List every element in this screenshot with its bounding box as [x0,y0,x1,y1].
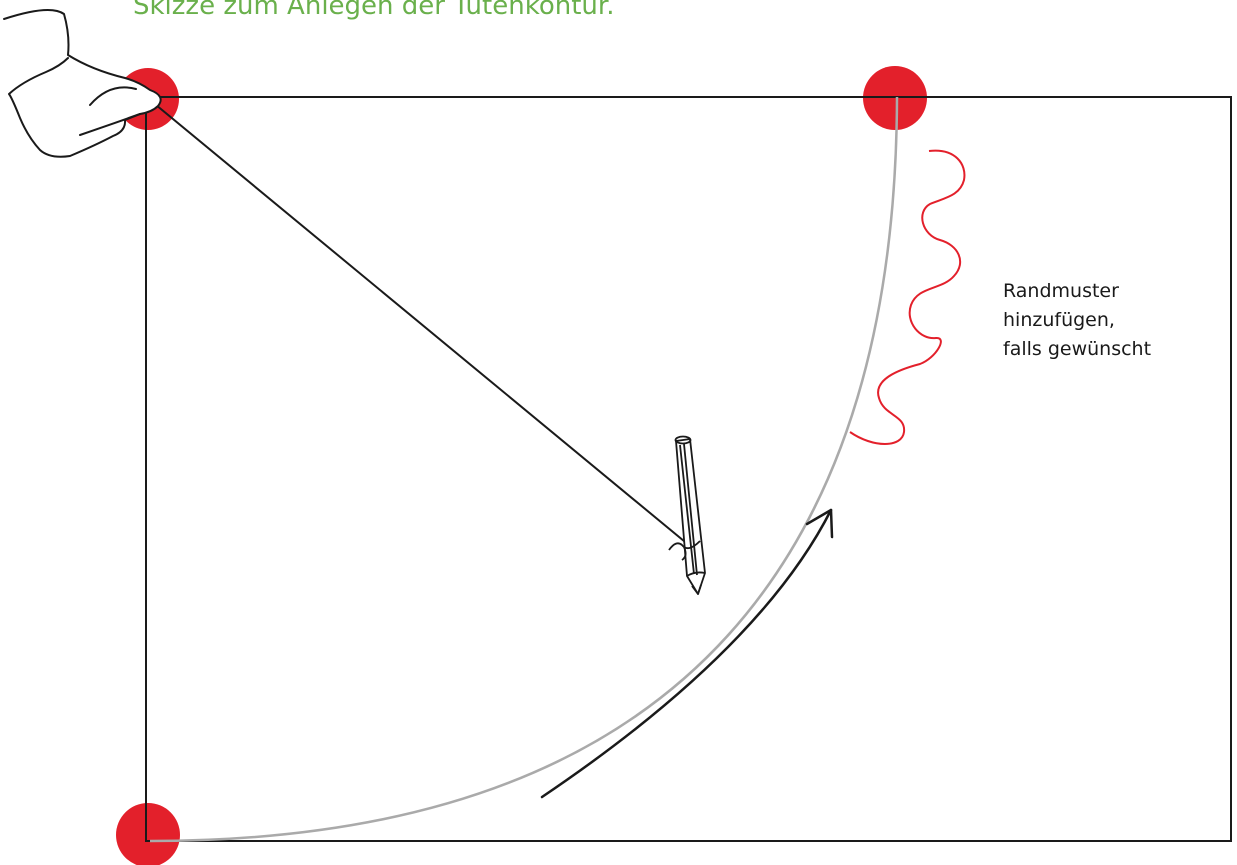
string-line [149,99,691,547]
note-line-2: hinzufügen, [1003,309,1115,331]
pencil-icon [668,435,706,595]
note-line-3: falls gewünscht [1003,338,1152,360]
cone-arc [149,96,899,843]
hand-icon [3,9,162,158]
page-title: Skizze zum Anlegen der Tütenkontur. [133,0,615,21]
arrow-icon [540,508,834,799]
border-pattern-note: Randmuster hinzufügen, falls gewünscht [1003,277,1151,364]
wave-pattern [849,149,966,445]
marker-bottom-left [116,803,180,865]
note-line-1: Randmuster [1003,280,1119,302]
paper-outline [145,96,1232,842]
